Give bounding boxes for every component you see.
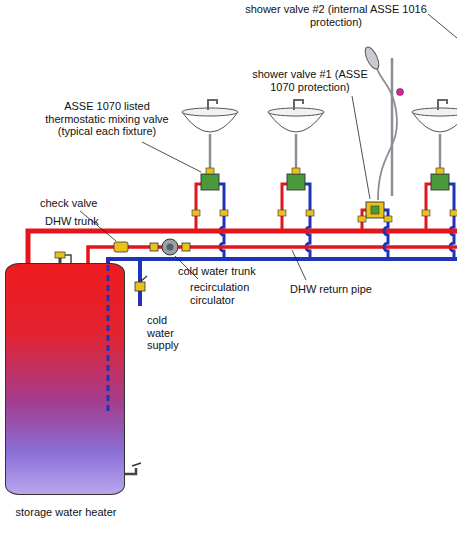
callout-label: DHW return pipe (290, 283, 372, 296)
drain-handle (132, 463, 141, 466)
sink-fixture (182, 100, 238, 259)
tank-label: storage water heater (16, 506, 117, 519)
sink-fixture (412, 100, 457, 259)
valve-handle (140, 276, 147, 282)
pump-hub (167, 244, 174, 251)
flange (150, 243, 158, 251)
callout-label: cold water supply (147, 314, 187, 352)
callout-label: shower valve #1 (ASSE 1070 protection) (248, 68, 372, 93)
callout-label: shower valve #2 (internal ASSE 1016 prot… (245, 3, 427, 28)
callout-label: ASSE 1070 listed thermostatic mixing val… (36, 100, 178, 138)
callout-label: DHW trunk (45, 215, 99, 228)
relief-valve (55, 252, 65, 258)
leader-lines (80, 14, 457, 280)
check-valve (114, 242, 128, 252)
callout-label: cold water trunk (178, 265, 256, 278)
water-heater-tank: storage water heater (5, 263, 125, 495)
circulator-pump (162, 239, 178, 255)
sink-fixture (268, 100, 324, 259)
supply-valve (135, 282, 145, 291)
dip-tube (5, 263, 125, 495)
flange (182, 243, 190, 251)
callout-label: recirculation circulator (190, 281, 262, 306)
return-pipe (88, 247, 457, 272)
cold-trunk-pipe (108, 259, 457, 272)
callout-label: check valve (40, 197, 97, 210)
